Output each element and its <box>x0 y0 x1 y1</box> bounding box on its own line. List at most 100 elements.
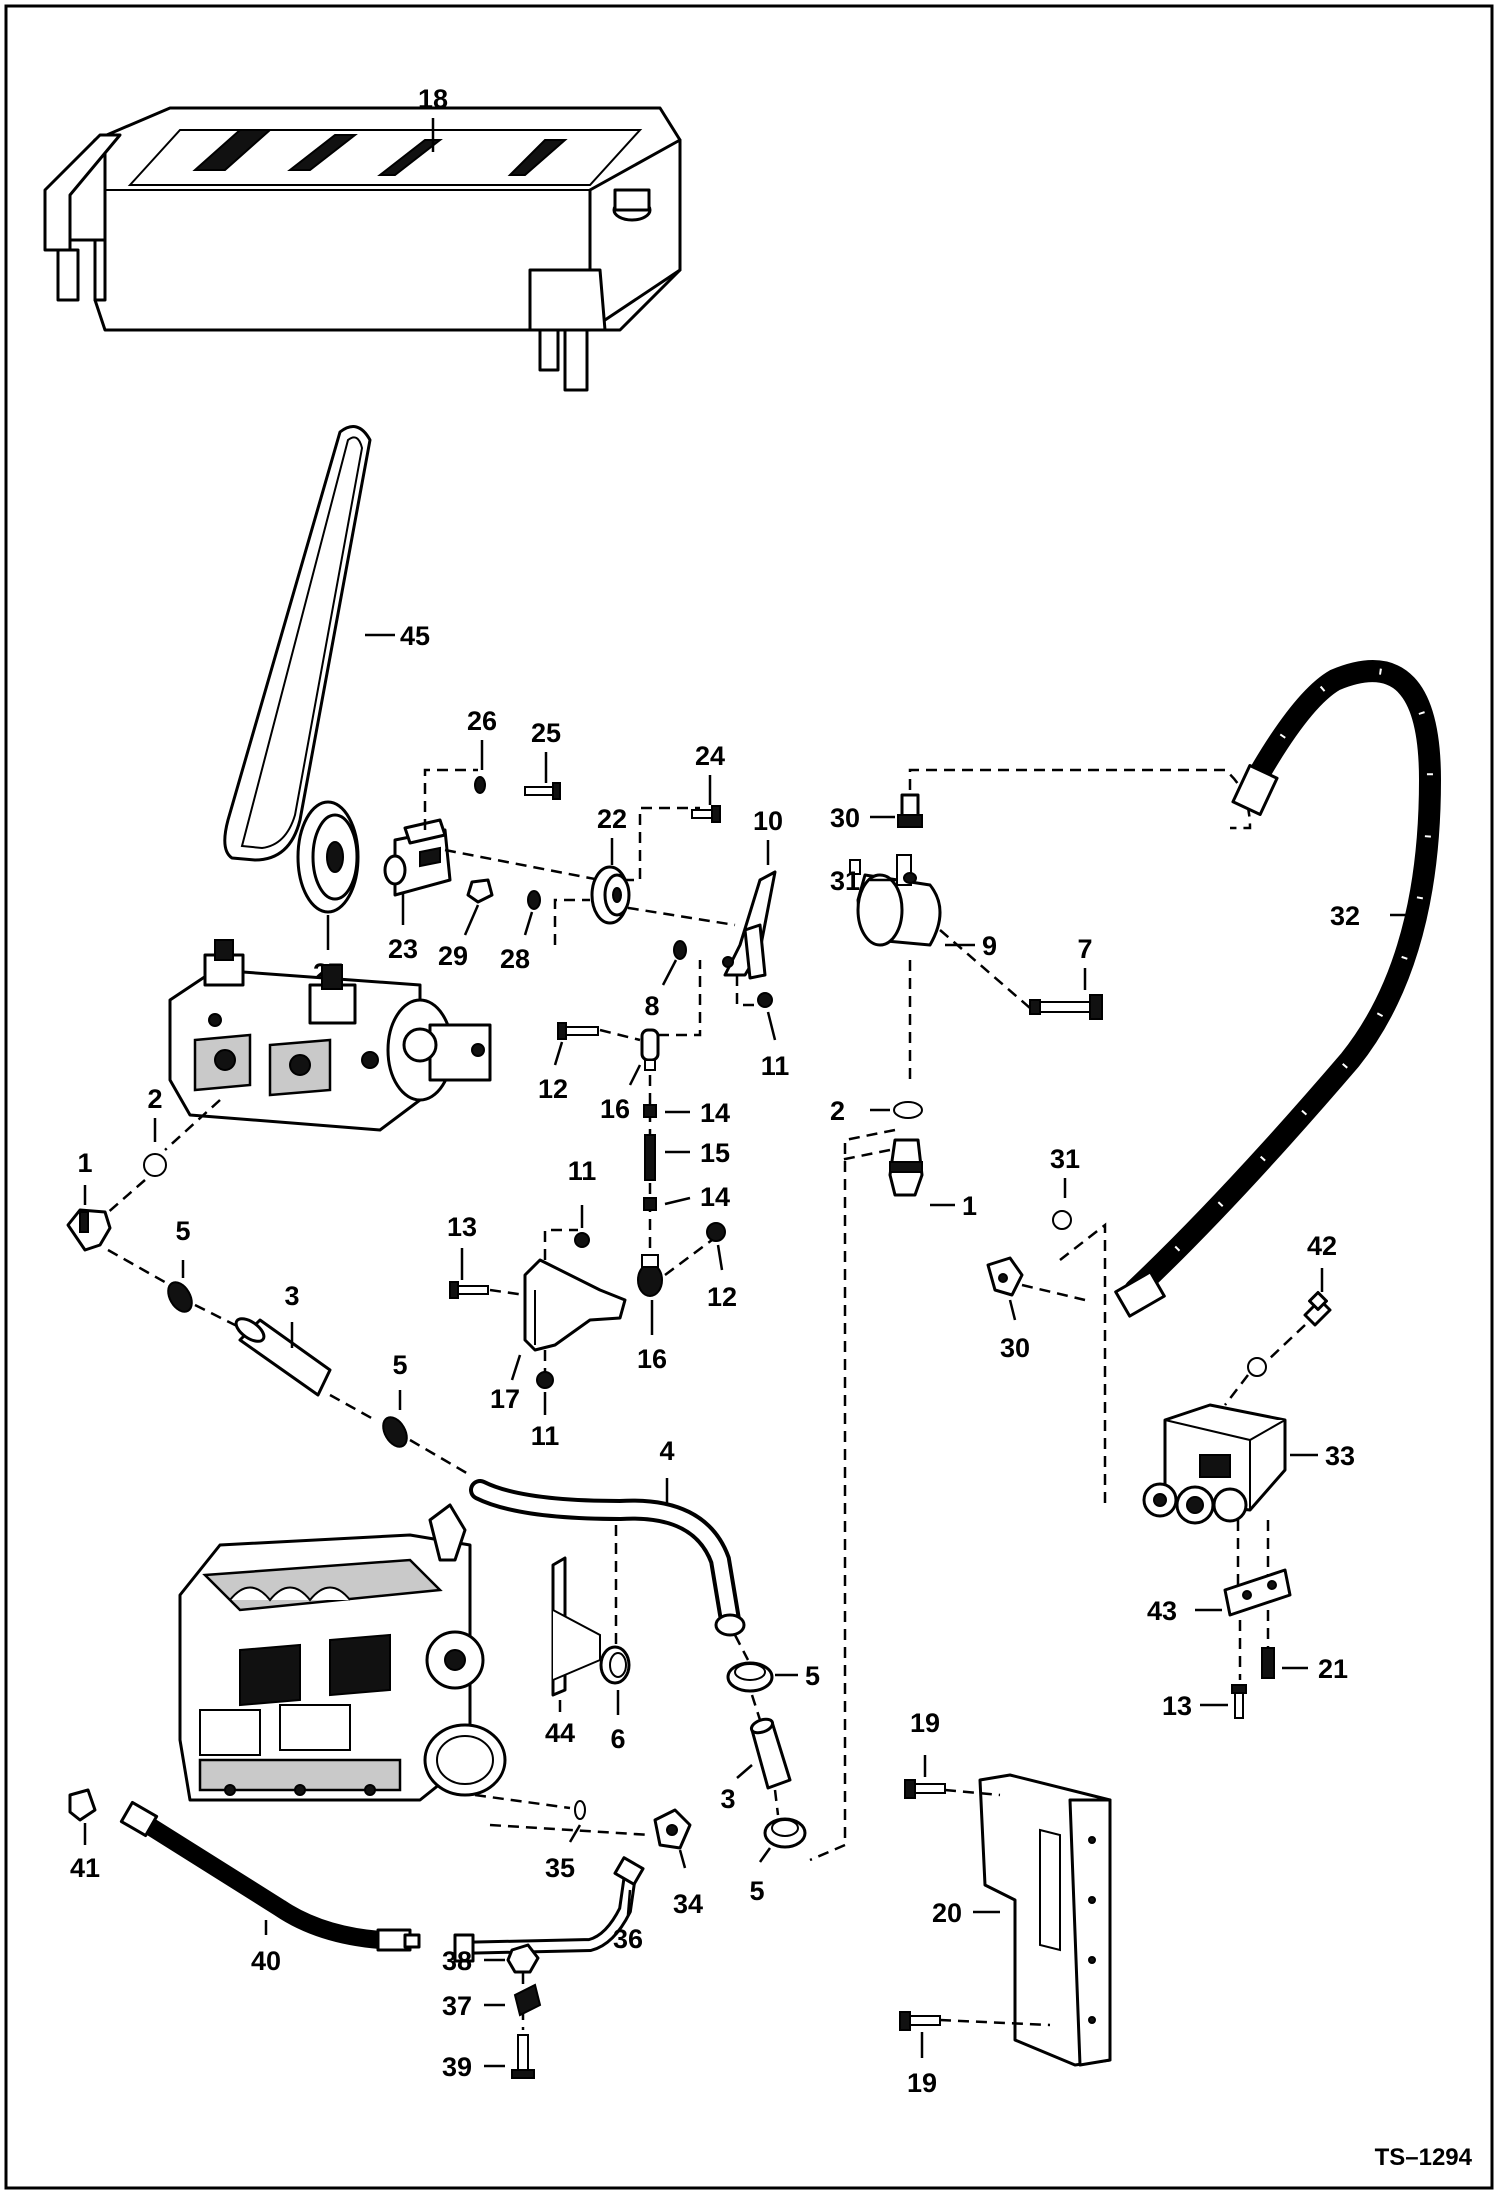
oil-cooler-part-18 <box>43 106 682 392</box>
callout-29: 29 <box>438 941 468 971</box>
hose-clamp-part-5-d <box>763 1817 807 1849</box>
callout-45: 45 <box>400 621 430 651</box>
bracket-part-10 <box>722 870 777 980</box>
callout-11a: 11 <box>761 1051 790 1081</box>
washer-part-28 <box>527 890 541 910</box>
callout-5c: 5 <box>805 1661 820 1691</box>
callout-26: 26 <box>467 706 497 736</box>
callout-8: 8 <box>644 991 659 1021</box>
fitting-part-1-right <box>888 1138 924 1197</box>
bolt-part-19-upper <box>904 1779 946 1799</box>
nut-part-11-lower <box>536 1371 554 1389</box>
bolt-part-13-upper <box>449 1281 489 1299</box>
bolt-part-12-lower <box>706 1222 726 1242</box>
callout-12a: 12 <box>538 1074 568 1104</box>
o-ring-part-42-seal <box>1247 1357 1267 1377</box>
page-frame <box>4 4 1494 2190</box>
callout-43: 43 <box>1147 1596 1177 1626</box>
callout-3a: 3 <box>284 1281 299 1311</box>
callout-16b: 16 <box>637 1344 667 1374</box>
elbow-fitting-part-1-left <box>66 1208 112 1252</box>
hydraulic-hose-part-32 <box>1114 660 1442 1318</box>
callout-13b: 13 <box>1162 1691 1192 1721</box>
idler-pulley-part-22 <box>590 865 631 925</box>
bolt-part-13-lower <box>1231 1684 1247 1719</box>
elbow-fitting-part-30-lower <box>986 1256 1024 1297</box>
o-ring-part-35 <box>574 1800 586 1820</box>
bolt-part-21 <box>1261 1647 1275 1679</box>
callout-14a: 14 <box>700 1098 730 1128</box>
banjo-fitting-part-16-upper <box>640 1028 660 1071</box>
callout-12b: 12 <box>707 1282 737 1312</box>
hose-part-40 <box>119 1800 421 1952</box>
callout-23: 23 <box>388 934 418 964</box>
hose-clamp-part-5-c <box>726 1661 774 1693</box>
callout-31a: 31 <box>830 866 860 896</box>
callout-1a: 1 <box>77 1148 92 1178</box>
callout-7: 7 <box>1077 934 1092 964</box>
hose-clamp-part-5-a <box>167 1281 193 1313</box>
callout-37: 37 <box>442 1991 472 2021</box>
callout-5a: 5 <box>175 1216 190 1246</box>
callout-13a: 13 <box>447 1212 477 1242</box>
callout-34: 34 <box>673 1889 703 1919</box>
idler-bracket-part-23 <box>383 818 452 897</box>
callout-1b: 1 <box>962 1191 977 1221</box>
callout-19b: 19 <box>907 2068 937 2098</box>
callout-30b: 30 <box>1000 1333 1030 1363</box>
return-tube-part-36 <box>453 1856 645 1963</box>
hydrostatic-pump-assembly <box>168 939 492 1132</box>
callout-19a: 19 <box>910 1708 940 1738</box>
o-ring-part-14-lower <box>643 1197 657 1211</box>
o-ring-part-31-lower <box>1052 1210 1072 1230</box>
callout-24: 24 <box>695 741 725 771</box>
o-ring-part-31-upper <box>903 872 917 884</box>
spring-part-15 <box>644 1134 656 1181</box>
bracket-part-17 <box>523 1258 627 1352</box>
clamp-part-37 <box>513 1983 542 2017</box>
callout-2b: 2 <box>830 1096 845 1126</box>
cap-part-41 <box>68 1788 97 1822</box>
callout-41: 41 <box>70 1853 100 1883</box>
nut-part-11-upper <box>757 992 773 1008</box>
washer-part-8 <box>673 940 687 960</box>
callout-39: 39 <box>442 2052 472 2082</box>
hose-clamp-part-5-b <box>382 1416 408 1448</box>
callout-32: 32 <box>1330 901 1360 931</box>
callout-9: 9 <box>982 931 997 961</box>
callout-3b: 3 <box>720 1784 735 1814</box>
callout-4: 4 <box>659 1436 674 1466</box>
callout-35: 35 <box>545 1853 575 1883</box>
callout-25: 25 <box>531 718 561 748</box>
callout-5b: 5 <box>392 1350 407 1380</box>
mounting-strap-part-44 <box>551 1556 601 1697</box>
callout-15: 15 <box>700 1138 730 1168</box>
pulley-part-27 <box>296 800 360 914</box>
suction-tube-part-4 <box>469 1479 746 1637</box>
bolt-part-24 <box>691 805 721 823</box>
callout-5d: 5 <box>749 1876 764 1906</box>
callout-30a: 30 <box>830 803 860 833</box>
fitting-part-34 <box>653 1808 692 1850</box>
nut-part-38 <box>506 1943 540 1974</box>
nut-part-29 <box>466 878 494 904</box>
bolt-part-25 <box>524 782 561 800</box>
callout-14b: 14 <box>700 1182 730 1212</box>
bolt-part-12-upper <box>557 1022 599 1040</box>
callout-11b: 11 <box>568 1156 597 1186</box>
hose-part-3-b <box>749 1717 792 1790</box>
callout-10: 10 <box>753 806 783 836</box>
washer-part-26 <box>474 776 486 794</box>
mounting-bracket-part-20 <box>978 1773 1112 2067</box>
callout-22: 22 <box>597 804 627 834</box>
callout-6: 6 <box>610 1724 625 1754</box>
callout-28: 28 <box>500 944 530 974</box>
o-ring-part-14-upper <box>643 1104 657 1118</box>
valve-block-part-33 <box>1142 1403 1287 1525</box>
bolt-part-7 <box>1029 994 1103 1020</box>
mounting-plate-part-43 <box>1223 1568 1292 1617</box>
callout-17: 17 <box>490 1384 520 1414</box>
callout-31b: 31 <box>1050 1144 1080 1174</box>
callout-2a: 2 <box>147 1084 162 1114</box>
hose-part-3-a <box>234 1317 332 1397</box>
